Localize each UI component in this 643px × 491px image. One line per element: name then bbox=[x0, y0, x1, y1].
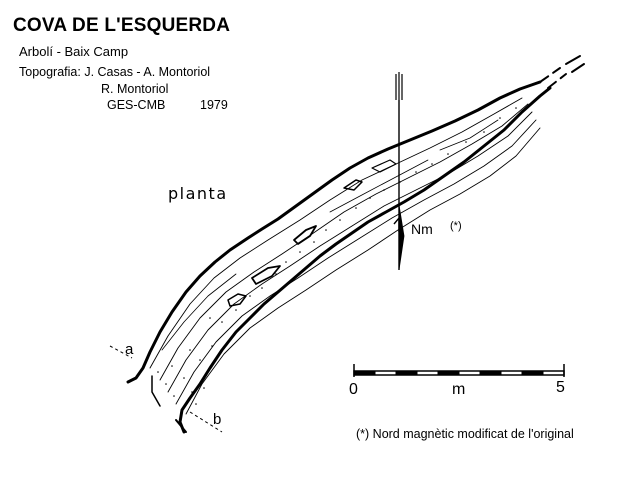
cave-stipple bbox=[157, 107, 517, 405]
north-note-marker: (*) bbox=[450, 220, 462, 232]
section-label-a: a bbox=[125, 341, 134, 358]
north-label: Nm bbox=[411, 221, 433, 237]
year-label: 1979 bbox=[200, 98, 228, 112]
topography-credit-line-1: Topografia: J. Casas - A. Montoriol bbox=[19, 65, 211, 79]
scale-unit-label: m bbox=[452, 381, 466, 398]
footnote: (*) Nord magnètic modificat de l'origina… bbox=[356, 427, 574, 441]
view-label: planta bbox=[168, 184, 228, 203]
scale-end-label: 5 bbox=[556, 379, 565, 396]
group-label: GES-CMB bbox=[107, 98, 166, 112]
section-line-b bbox=[189, 411, 223, 433]
scale-bar bbox=[353, 364, 565, 377]
section-line-a bbox=[109, 345, 133, 359]
cave-outline bbox=[126, 55, 585, 434]
north-arrow-icon bbox=[393, 72, 405, 271]
cave-title: COVA DE L'ESQUERDA bbox=[13, 15, 231, 36]
scale-start-label: 0 bbox=[349, 381, 358, 398]
topography-credit-line-2: R. Montoriol bbox=[101, 82, 169, 96]
location-label: Arbolí - Baix Camp bbox=[19, 44, 129, 59]
section-label-b: b bbox=[213, 411, 222, 428]
